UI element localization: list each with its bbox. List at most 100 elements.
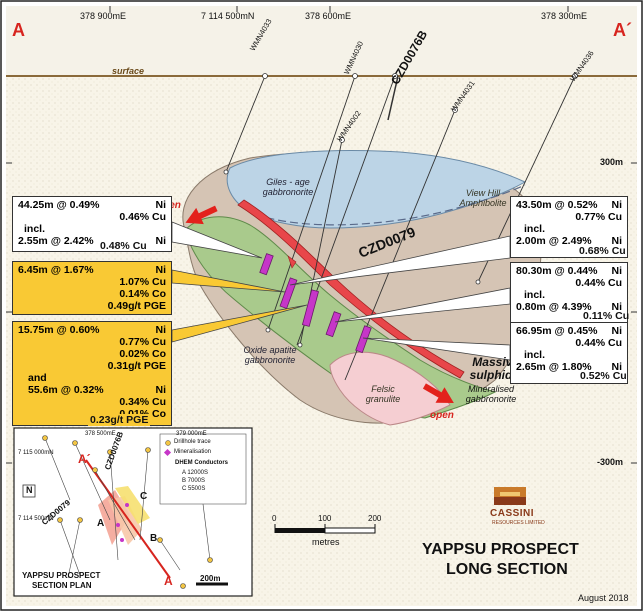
box4-ni2: Ni [611,235,623,247]
box4-incl: incl. [524,223,546,235]
box3-line6: 55.6m @ 0.32% [28,384,104,396]
box6-cu: 0.44% Cu [575,337,622,349]
box6-line1: 66.95m @ 0.45% [516,325,598,337]
box5-ni2: Ni [611,301,623,313]
legend-b: B 7000S [182,478,206,484]
box3-ni2: Ni [155,384,167,396]
box6-line4: 2.65m @ 1.80% [516,361,592,373]
giles-gabbronorite-label: Giles - age gabbronorite [262,177,314,197]
inset-easting-1: 378 500mE [85,431,116,437]
section-end-a: A [12,20,25,40]
contact-dashed [254,184,526,226]
inset-easting-2: 379 000mE [176,431,207,437]
box6-ni2: Ni [611,361,623,373]
box2-ni: Ni [155,264,167,276]
scale-unit: metres [312,537,340,547]
intercept-box-3: 15.75m @ 0.60%Ni 0.77% Cu 0.02% Co 0.31g… [12,321,172,426]
inset-title-2: SECTION PLAN [32,581,92,590]
inset-map-graphics [22,433,247,589]
intercept-box-1: 44.25m @ 0.49%Ni 0.46% Cu incl. 2.55m @ … [12,196,172,252]
box3-and: and [28,372,47,384]
inset-northing-2: 7 114 500mN [18,516,54,522]
box5-line4: 0.80m @ 4.39% [516,301,592,313]
scale-tick-100: 100 [318,514,332,523]
box2-co: 0.14% Co [119,288,166,300]
box1-line5: 0.48% Cu [100,240,147,252]
box3-cu: 0.77% Cu [119,336,166,348]
box5-cu2: 0.11% Cu [583,310,630,322]
sky-area [6,6,637,76]
box4-cu2: 0.68% Cu [579,245,626,257]
box2-pge: 0.49g/t PGE [107,300,166,312]
section-end-a-prime: A´ [613,20,632,40]
box6-cu2: 0.52% Cu [580,370,627,382]
box6-incl: incl. [524,349,546,361]
legend-drillhole-trace: Drillhole trace [174,439,211,445]
elevation-minus-300: -300m [597,457,624,467]
coord-label-1: 378 900mE [80,11,127,21]
coord-label-3: 378 600mE [305,11,352,21]
box1-ni: Ni [155,199,167,211]
box3-co: 0.02% Co [119,348,166,360]
massive-sulphide-label: Massive sulphide [469,355,519,382]
box1-line2: 0.46% Cu [119,211,166,223]
box5-cu: 0.44% Cu [575,277,622,289]
main-title-line2: LONG SECTION [446,561,568,578]
felsic-granulite-label: Felsic granulite [365,384,401,404]
scale-tick-0: 0 [272,514,277,523]
legend-a: A 12000S [182,470,209,476]
open-label-right: open [430,410,454,421]
box2-cu: 1.07% Cu [119,276,166,288]
inset-a: A [164,574,173,588]
surface-label: surface [112,66,145,76]
box4-ni: Ni [611,199,623,211]
open-arrow-left [185,205,218,225]
coord-label-2: 7 114 500mN [201,11,255,21]
box4-cu: 0.77% Cu [575,211,622,223]
trace-wmn4030 [267,75,356,331]
box3-line1: 15.75m @ 0.60% [18,324,100,336]
box1-incl: incl. [24,223,46,235]
view-hill-amphibolite-label: View Hill Amphibolite [459,188,507,208]
coord-ticks [6,6,637,464]
trace-wmn4033 [225,75,266,173]
intercept-box-6: 66.95m @ 0.45% Ni 0.44% Cu incl. 2.65m @ … [510,322,628,384]
logo-text: CASSINI [490,508,535,519]
intercept-box-5: 80.30m @ 0.44%Ni 0.44% Cu incl. 0.80m @ … [510,262,628,324]
box3-ni: Ni [155,324,167,336]
open-arrow-right [422,383,454,403]
box6-ni: Ni [611,325,623,337]
inset-conductor-c: C [140,491,148,502]
massive-sulphide-band [237,199,465,379]
scale-tick-200: 200 [368,514,382,523]
coord-label-4: 378 300mE [541,11,588,21]
inset-a-prime: A´ [78,452,91,466]
intercept-box-4: 43.50m @ 0.52% Ni 0.77% Cu incl. 2.00m @ … [510,196,628,258]
box3-cu2: 0.34% Cu [119,396,166,408]
box1-line1: 44.25m @ 0.49% [18,199,100,211]
box2-line1: 6.45m @ 1.67% [18,264,94,276]
box4-line4: 2.00m @ 2.49% [516,235,592,247]
north-arrow-icon: N [26,485,33,495]
mineralisation-intercepts [259,253,372,354]
scale-bar [274,524,376,534]
box5-ni: Ni [611,265,623,277]
logo-subtext: RESOURCES LIMITED [492,520,545,526]
elevation-300: 300m [600,157,624,167]
legend-mineralisation: Mineralisation [174,449,212,455]
box5-incl: incl. [524,289,546,301]
felsic-granulite-body [329,351,451,426]
intercept-box-2: 6.45m @ 1.67% Ni 1.07% Cu 0.14% Co 0.49g/… [12,261,172,315]
cassini-logo [494,487,526,505]
date-label: August 2018 [578,593,629,603]
collars [223,73,578,348]
mineralised-gabbronorite-label: Mineralised gabbronorite [465,384,517,404]
small-sulphide-lens [287,255,297,269]
box4-line1: 43.50m @ 0.52% [516,199,598,211]
box1-ni2: Ni [155,235,167,247]
box3-pge2: 0.23g/t PGE [88,414,151,426]
inset-conductor-b: B [150,533,158,544]
callout-leaders [171,221,511,361]
inset-title-1: YAPPSU PROSPECT [22,571,101,580]
